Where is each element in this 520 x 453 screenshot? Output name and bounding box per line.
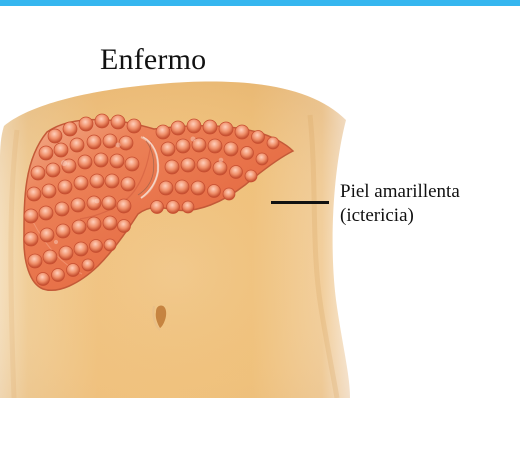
callout-line	[271, 201, 329, 204]
annotation-line-2: (ictericia)	[340, 204, 460, 228]
skin-annotation: Piel amarillenta (ictericia)	[340, 180, 460, 228]
annotation-line-1: Piel amarillenta	[340, 180, 460, 204]
